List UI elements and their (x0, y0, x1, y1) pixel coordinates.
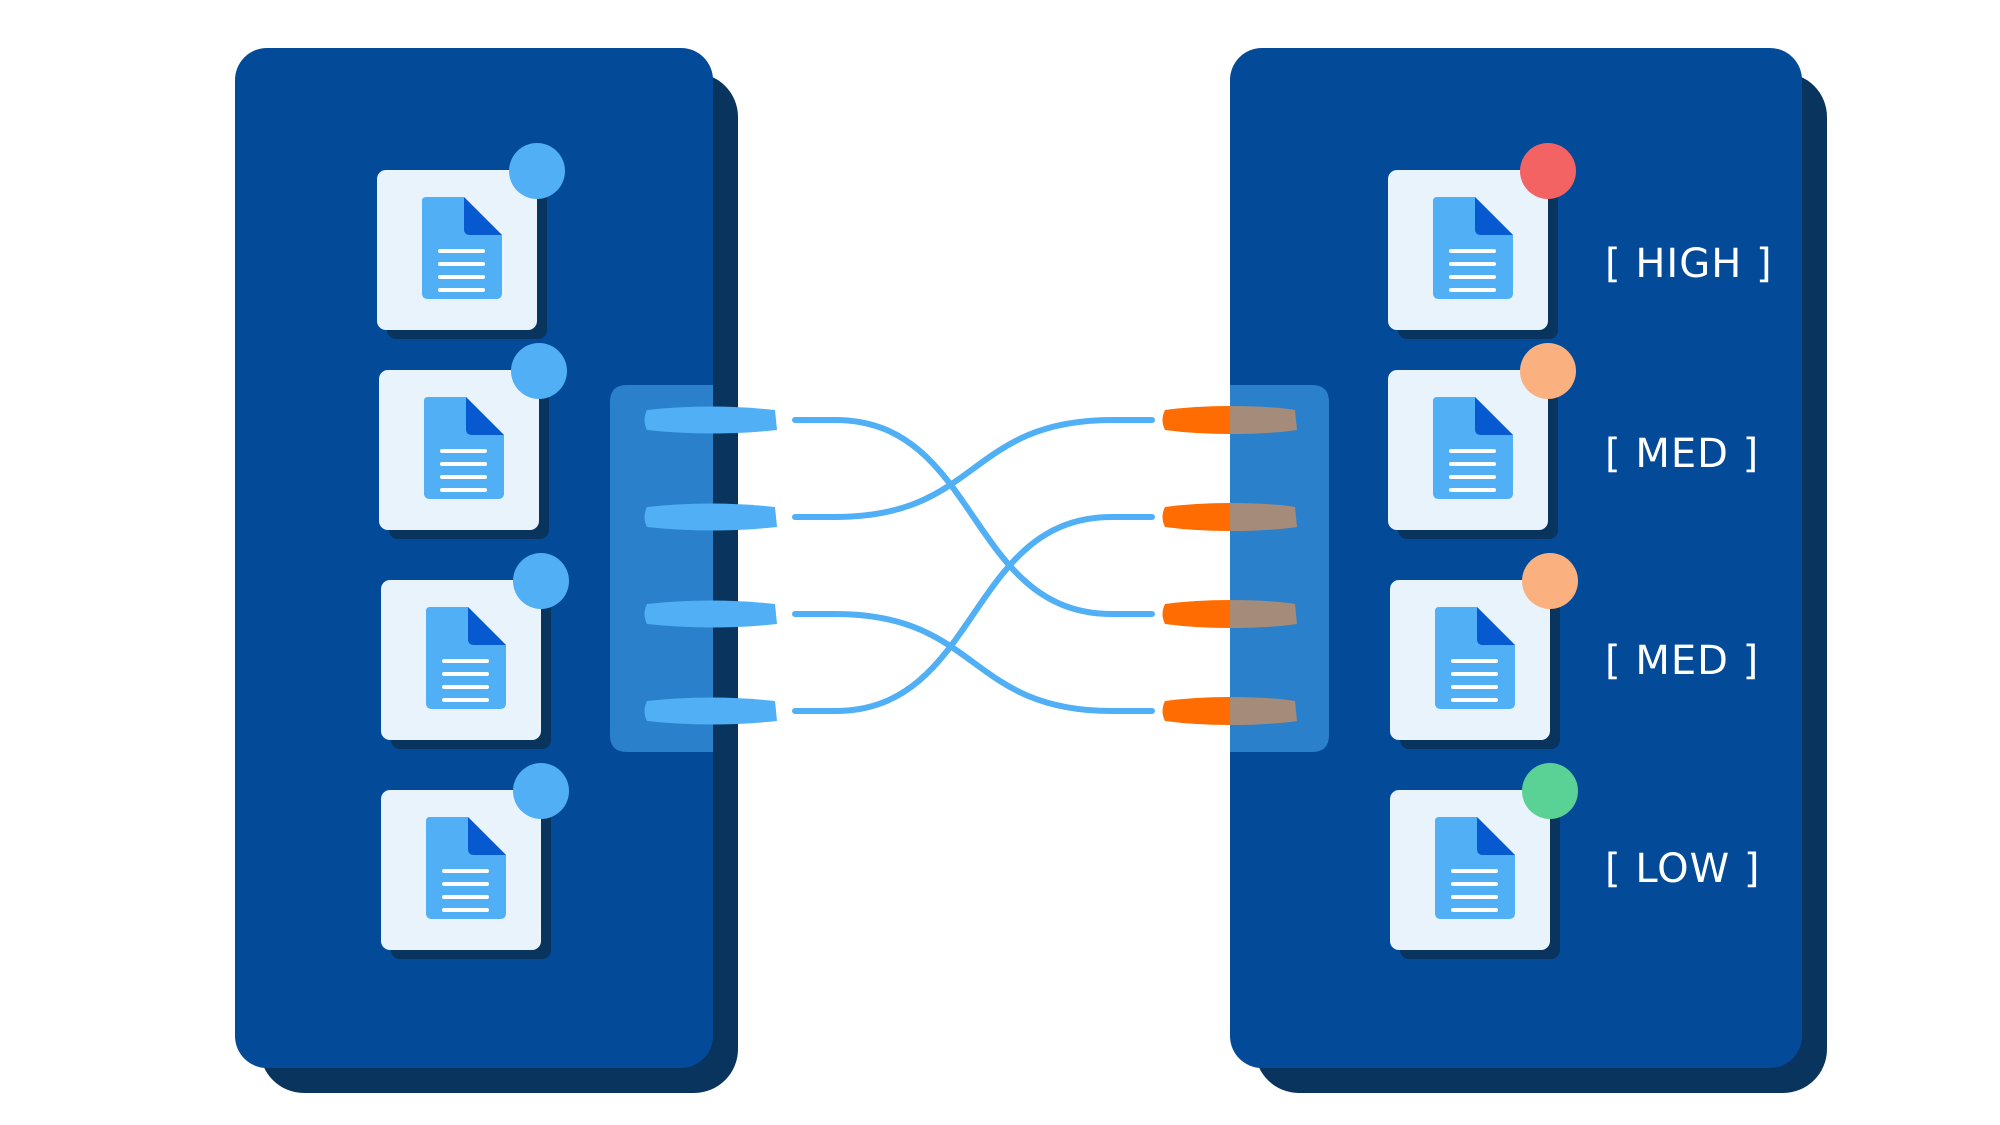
document-text-line (1449, 475, 1496, 479)
priority-label: [ LOW ] (1605, 846, 1761, 892)
document-text-line (442, 869, 489, 873)
document-text-line (438, 275, 485, 279)
document-text-line (442, 659, 489, 663)
document-text-line (1451, 672, 1498, 676)
status-indicator-dot (509, 143, 565, 199)
right-port-connector-head (1162, 600, 1230, 628)
status-indicator-dot (1520, 143, 1576, 199)
network-cable (792, 417, 1155, 520)
left-server-panel (235, 48, 777, 1093)
priority-label: [ MED ] (1605, 431, 1759, 477)
document-text-line (442, 698, 489, 702)
document-icon (1435, 607, 1515, 709)
document-text-line (442, 882, 489, 886)
document-text-line (442, 685, 489, 689)
document-text-line (442, 908, 489, 912)
right-port-connector (1162, 697, 1297, 725)
document-fold-corner (464, 197, 502, 235)
document-fold-corner (1475, 397, 1513, 435)
status-indicator-dot (513, 553, 569, 609)
right-server-panel: [ HIGH ] [ MED ] [ MED ] [ LOW ] (1162, 48, 1827, 1093)
document-text-line (1451, 882, 1498, 886)
document-fold-corner (1475, 197, 1513, 235)
left-port-connector (644, 600, 777, 628)
document-fold-corner (1477, 607, 1515, 645)
document-text-line (442, 895, 489, 899)
document-fold-corner (468, 607, 506, 645)
document-text-line (438, 288, 485, 292)
priority-label: [ HIGH ] (1605, 241, 1773, 287)
document-icon (1435, 817, 1515, 919)
document-text-line (1451, 908, 1498, 912)
status-indicator-dot (513, 763, 569, 819)
right-port-connector-tail (1230, 503, 1297, 531)
document-text-line (440, 449, 487, 453)
document-text-line (1451, 685, 1498, 689)
document-fold-corner (468, 817, 506, 855)
left-document-card (381, 553, 569, 749)
document-text-line (440, 462, 487, 466)
right-port-connector-tail (1230, 697, 1297, 725)
left-port-connector (644, 503, 777, 531)
document-icon (1433, 197, 1513, 299)
left-port-strip (610, 385, 713, 752)
right-document-card (1390, 763, 1578, 959)
left-document-card (381, 763, 569, 959)
document-icon (424, 397, 504, 499)
document-text-line (1449, 449, 1496, 453)
document-icon (422, 197, 502, 299)
document-icon (426, 817, 506, 919)
document-text-line (1451, 698, 1498, 702)
document-text-line (440, 475, 487, 479)
document-icon (1433, 397, 1513, 499)
document-text-line (1449, 462, 1496, 466)
document-text-line (1451, 895, 1498, 899)
document-icon (426, 607, 506, 709)
document-text-line (1451, 659, 1498, 663)
right-port-connector (1162, 503, 1297, 531)
right-port-connector-head (1162, 503, 1230, 531)
document-text-line (1449, 288, 1496, 292)
network-cable (792, 514, 1155, 714)
left-document-card (379, 343, 567, 539)
priority-label: [ MED ] (1605, 638, 1759, 684)
document-text-line (438, 249, 485, 253)
right-panel-body (1230, 48, 1802, 1068)
left-panel-body (235, 48, 713, 1068)
document-text-line (440, 488, 487, 492)
right-port-connector (1162, 600, 1297, 628)
cables-layer (792, 417, 1155, 714)
right-port-connector-tail (1230, 406, 1297, 434)
status-indicator-dot (1522, 763, 1578, 819)
document-text-line (1449, 275, 1496, 279)
document-text-line (442, 672, 489, 676)
document-fold-corner (466, 397, 504, 435)
right-port-connector-head (1162, 406, 1230, 434)
network-cable (792, 611, 1155, 714)
right-document-card (1388, 343, 1576, 539)
document-text-line (1449, 262, 1496, 266)
network-cable (792, 417, 1155, 617)
document-text-line (1449, 488, 1496, 492)
document-text-line (1451, 869, 1498, 873)
right-document-card (1388, 143, 1576, 339)
left-port-connector (644, 406, 777, 434)
right-port-connector-head (1162, 697, 1230, 725)
right-document-card (1390, 553, 1578, 749)
left-document-card (377, 143, 565, 339)
document-text-line (1449, 249, 1496, 253)
right-port-connector-tail (1230, 600, 1297, 628)
document-fold-corner (1477, 817, 1515, 855)
document-text-line (438, 262, 485, 266)
left-port-connector (644, 697, 777, 725)
status-indicator-dot (1520, 343, 1576, 399)
right-port-strip (1230, 385, 1329, 752)
status-indicator-dot (1522, 553, 1578, 609)
status-indicator-dot (511, 343, 567, 399)
right-port-connector (1162, 406, 1297, 434)
